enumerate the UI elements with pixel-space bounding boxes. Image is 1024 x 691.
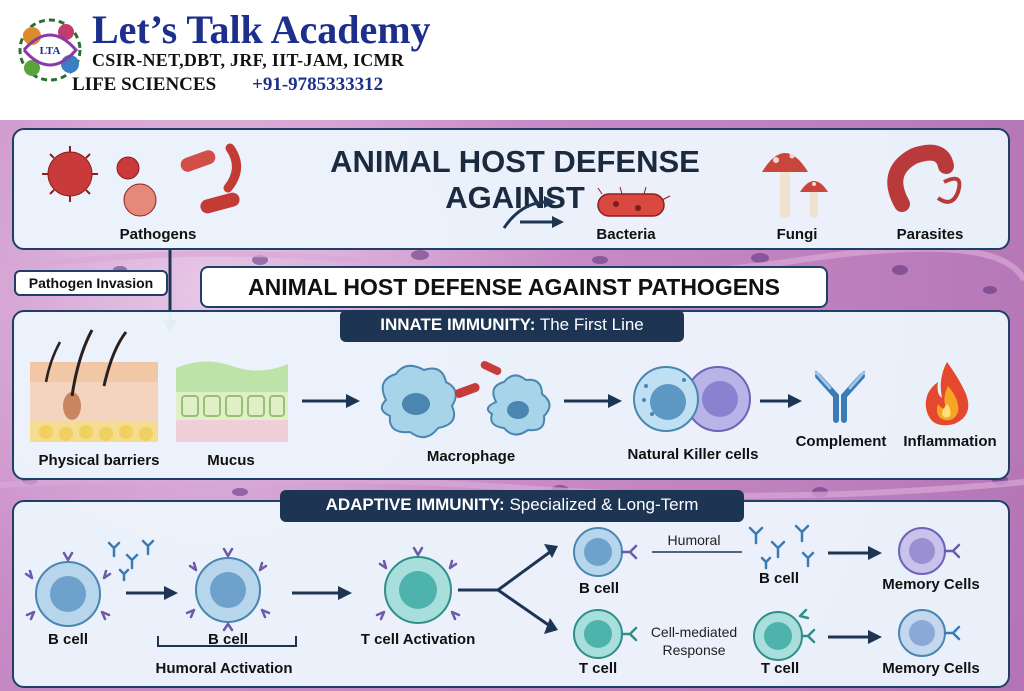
arrow-icon: [302, 394, 360, 408]
memory-cell-icon: [898, 527, 961, 575]
logo-text: LTA: [40, 45, 61, 57]
b-cell-label-1: B cell: [47, 631, 89, 648]
macrophage-label: Macrophage: [426, 448, 516, 465]
b-cell-label-4: B cell: [758, 570, 800, 587]
bacteria-label: Bacteria: [596, 226, 656, 243]
antibodies-icon: [748, 524, 815, 570]
adaptive-banner-bold: ADAPTIVE IMMUNITY:: [325, 495, 505, 514]
t-cell-activation-label: T cell Activation: [360, 631, 476, 648]
bacteria-icon: [597, 186, 671, 217]
innate-banner-rest: The First Line: [539, 315, 644, 334]
parasites-icon: [887, 144, 962, 212]
inflammation-label: Inflammation: [903, 433, 997, 450]
physical-barriers-label: Physical barriers: [38, 452, 160, 469]
adaptive-banner: ADAPTIVE IMMUNITY: Specialized & Long-Te…: [280, 490, 744, 522]
fungi-label: Fungi: [776, 226, 818, 243]
top-panel: [12, 128, 1010, 250]
arrow-icon: [292, 586, 352, 600]
nk-cells-label: Natural Killer cells: [627, 446, 759, 463]
humoral-label: Humoral: [667, 532, 721, 548]
complement-label: Complement: [795, 433, 887, 450]
arrow-icon: [828, 630, 882, 644]
brand-subject: LIFE SCIENCES: [72, 74, 217, 95]
t-cell-activation-icon: [375, 546, 461, 624]
brand-exams: CSIR-NET,DBT, JRF, IIT-JAM, ICMR: [92, 50, 405, 70]
mucus-icon: [176, 361, 288, 442]
innate-banner: INNATE IMMUNITY: The First Line: [340, 310, 684, 342]
arrow-icon: [760, 394, 802, 408]
nk-cells-icon: [633, 366, 751, 432]
cell-mediated-label: Cell-mediated: [650, 624, 738, 640]
top-title: ANIMAL HOST DEFENSE AGAINST: [330, 144, 700, 215]
brand-title: Let’s Talk Academy: [92, 7, 431, 52]
mucus-label: Mucus: [207, 452, 255, 469]
response-label: Response: [662, 642, 726, 658]
t-cell-label-1: T cell: [578, 660, 618, 677]
complement-icon: [814, 370, 866, 423]
b-cell-label-2: B cell: [207, 631, 249, 648]
macrophage-icon: [380, 361, 551, 439]
lta-logo-icon: LTA: [18, 18, 82, 82]
bracket-icon: [157, 636, 297, 647]
pathogens-icon: [42, 143, 241, 217]
innate-banner-bold: INNATE IMMUNITY:: [380, 315, 536, 334]
pathogen-invasion-label: Pathogen Invasion: [14, 270, 168, 296]
infographic: ANIMAL HOST DEFENSE AGAINST Pathogens Ba…: [0, 120, 1024, 691]
pathogens-label: Pathogens: [119, 226, 197, 243]
split-arrow-icon: [458, 544, 558, 634]
memory-cell-icon: [898, 609, 961, 657]
arrow-icon: [126, 586, 178, 600]
divider-line: [652, 551, 742, 553]
main-heading: ANIMAL HOST DEFENSE AGAINST PATHOGENS: [200, 266, 828, 308]
b-cell-label-3: B cell: [578, 580, 620, 597]
activated-b-cell-icon: [185, 547, 271, 632]
b-cell-icon: [24, 539, 155, 627]
header: LTA Let’s Talk Academy CSIR-NET,DBT, JRF…: [0, 0, 1024, 120]
branch-arrow-icon: [502, 196, 564, 229]
brand-phone: +91-9785333312: [252, 74, 384, 95]
adaptive-panel: [12, 500, 1010, 688]
parasites-label: Parasites: [896, 226, 964, 243]
arrow-icon: [564, 394, 622, 408]
humoral-activation-label: Humoral Activation: [155, 660, 293, 677]
t-cell-label-2: T cell: [760, 660, 800, 677]
t-cell-icon: [573, 609, 638, 659]
t-cell-icon: [753, 608, 816, 661]
flame-icon: [925, 362, 969, 426]
memory-cells-label-1: Memory Cells: [882, 576, 980, 593]
skin-icon: [30, 329, 158, 442]
b-cell-icon: [573, 527, 638, 577]
memory-cells-label-2: Memory Cells: [882, 660, 980, 677]
arrow-icon: [828, 546, 882, 560]
adaptive-banner-rest: Specialized & Long-Term: [509, 495, 699, 514]
fungi-icon: [762, 153, 828, 218]
